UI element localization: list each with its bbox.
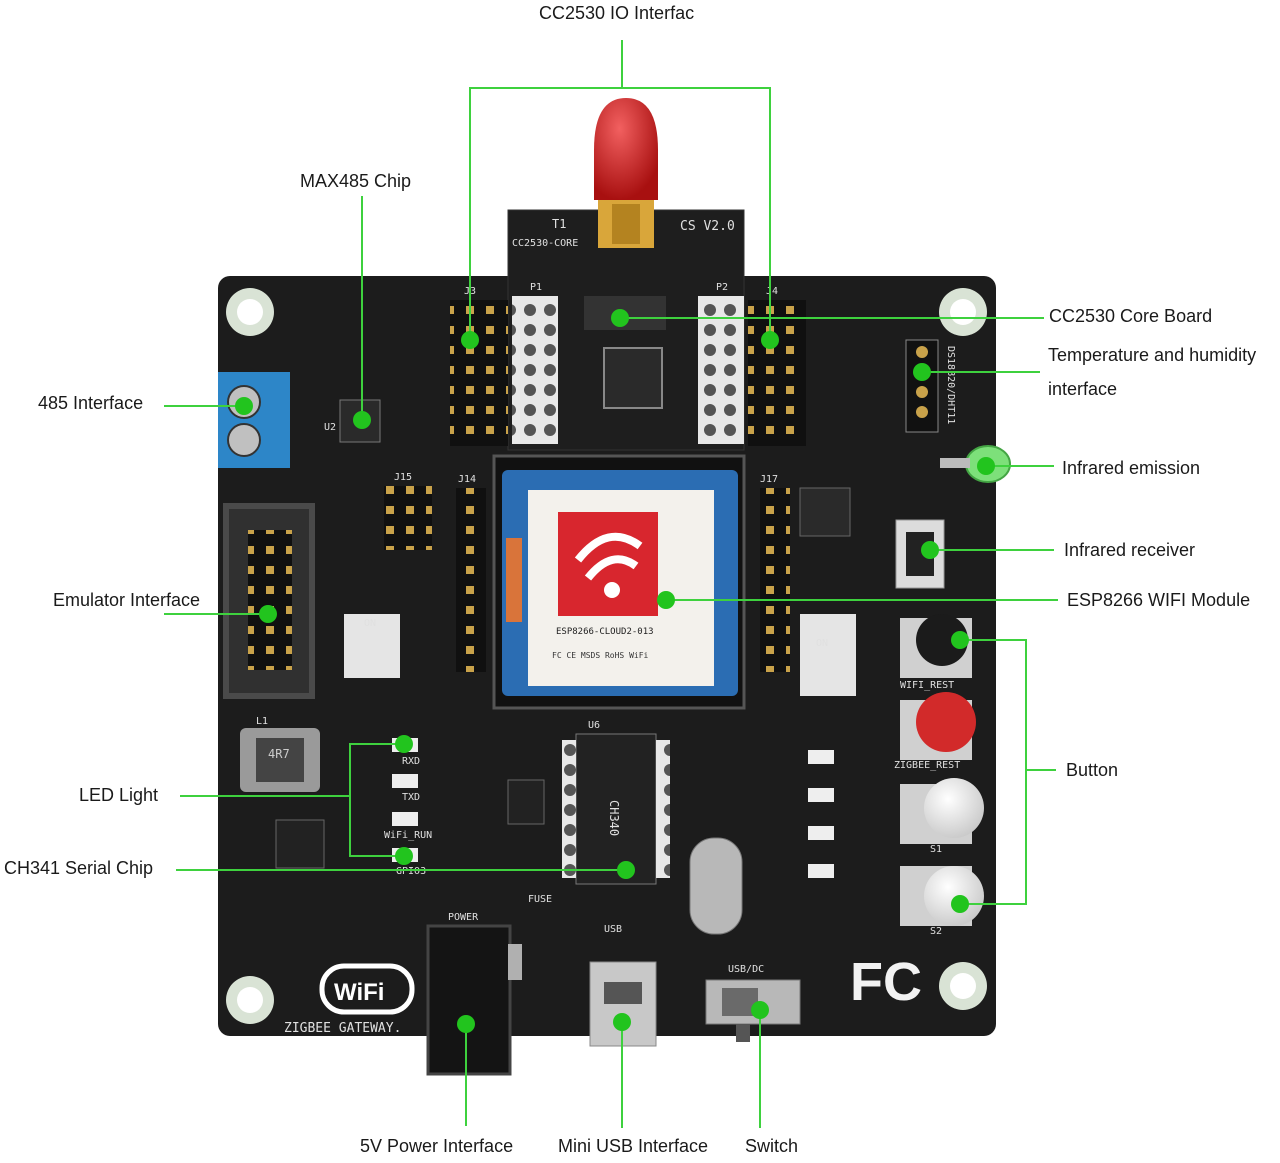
header-j14 [456, 488, 486, 672]
silk-wifi-rest: WIFI_REST [900, 680, 954, 691]
dot-j4 [761, 331, 779, 349]
dot-ch341 [617, 861, 635, 879]
label-infrared-emission: Infrared emission [1062, 458, 1201, 478]
dot-core [611, 309, 629, 327]
label-esp8266: ESP8266 WIFI Module [1067, 590, 1251, 610]
silk-inductor: 4R7 [268, 747, 290, 761]
wifi-module-model: ESP8266-CLOUD2-013 [556, 627, 654, 637]
label-temp-humidity-2: interface [1048, 379, 1118, 399]
label-emulator: Emulator Interface [53, 590, 201, 610]
label-led: LED Light [79, 785, 159, 805]
silk-wifi-run: WiFi_RUN [384, 830, 432, 841]
dot-switch [751, 1001, 769, 1019]
silk-j4: J4 [766, 286, 778, 297]
silk-usb: USB [604, 924, 622, 935]
dot-button-bottom [951, 895, 969, 913]
dip-switch-left [344, 614, 400, 678]
wifi-module-cert: FC CE MSDS RoHS WiFi [552, 651, 649, 660]
power-jack [426, 924, 512, 1076]
silk-j15: J15 [394, 472, 412, 483]
silk-power: POWER [448, 912, 479, 923]
crystal [689, 837, 743, 935]
antenna [594, 98, 658, 200]
button-zigbee-rest [916, 692, 976, 752]
header-j15 [384, 486, 432, 550]
dip-switch-right [800, 614, 856, 696]
wifi-logo [319, 963, 415, 1015]
silk-rxd: RXD [402, 756, 420, 767]
dot-esp8266 [657, 591, 675, 609]
silk-fuse: FUSE [528, 894, 552, 905]
silk-j17: J17 [760, 474, 778, 485]
silk-gateway: ZIGBEE GATEWAY. [284, 1021, 401, 1036]
silk-s1: S1 [930, 844, 942, 855]
header-p1 [512, 296, 558, 444]
dot-ir-emit [977, 457, 995, 475]
silk-p2: P2 [716, 282, 728, 293]
header-j4 [748, 300, 806, 446]
label-temp-humidity-1: Temperature and humidity [1048, 345, 1257, 365]
silk-txd: TXD [402, 792, 420, 803]
label-button: Button [1066, 760, 1119, 780]
label-switch: Switch [745, 1136, 799, 1156]
dot-emulator [259, 605, 277, 623]
silk-j14: J14 [458, 474, 476, 485]
dot-button-top [951, 631, 969, 649]
wifi-logo-text: WiFi [334, 979, 384, 1006]
button-s1 [924, 778, 984, 838]
header-p2 [698, 296, 744, 444]
label-ch341: CH341 Serial Chip [4, 858, 154, 878]
silk-zigbee-rest: ZIGBEE_REST [894, 760, 960, 771]
dot-power [457, 1015, 475, 1033]
dot-led-top [395, 735, 413, 753]
silk-on-left: ON [364, 618, 376, 629]
silk-p1: P1 [530, 282, 542, 293]
silk-ds18b20: DS18B20/DHT11 [945, 346, 956, 424]
button-wifi-rest [916, 614, 968, 666]
fcc-logo: FC [850, 952, 922, 1012]
dot-ir-recv [921, 541, 939, 559]
anchor-dots [235, 309, 995, 1033]
label-485: 485 Interface [38, 393, 144, 413]
silk-on-right: ON [816, 638, 828, 649]
label-infrared-receiver: Infrared receiver [1064, 540, 1196, 560]
silk-core-ref: T1 [552, 217, 566, 231]
silk-core-version: CS V2.0 [680, 219, 735, 234]
cc2530-chip [603, 347, 663, 409]
dot-temp [913, 363, 931, 381]
silk-gpio3: GPIO3 [396, 866, 426, 877]
dot-usb [613, 1013, 631, 1031]
silk-l1: L1 [256, 716, 268, 727]
silk-s2: S2 [930, 926, 942, 937]
dot-485 [235, 397, 253, 415]
label-5v-power: 5V Power Interface [360, 1136, 514, 1156]
header-j17 [760, 488, 790, 672]
dot-led-bottom [395, 847, 413, 865]
button-s2 [924, 866, 984, 926]
dot-max485 [353, 411, 371, 429]
dot-j3 [461, 331, 479, 349]
leader-lines [164, 40, 1058, 1128]
silk-u6: U6 [588, 720, 600, 731]
silk-core-model: CC2530-CORE [512, 238, 578, 249]
header-j3 [450, 300, 508, 446]
ch341-chip [575, 733, 657, 885]
silk-ch340: CH340 [607, 800, 621, 836]
label-mini-usb: Mini USB Interface [558, 1136, 709, 1156]
silk-u2: U2 [324, 422, 336, 433]
label-cc2530-io: CC2530 IO Interfac [539, 3, 695, 23]
label-cc2530-core: CC2530 Core Board [1049, 306, 1213, 326]
label-max485: MAX485 Chip [300, 171, 412, 191]
silk-usb-dc: USB/DC [728, 964, 764, 975]
